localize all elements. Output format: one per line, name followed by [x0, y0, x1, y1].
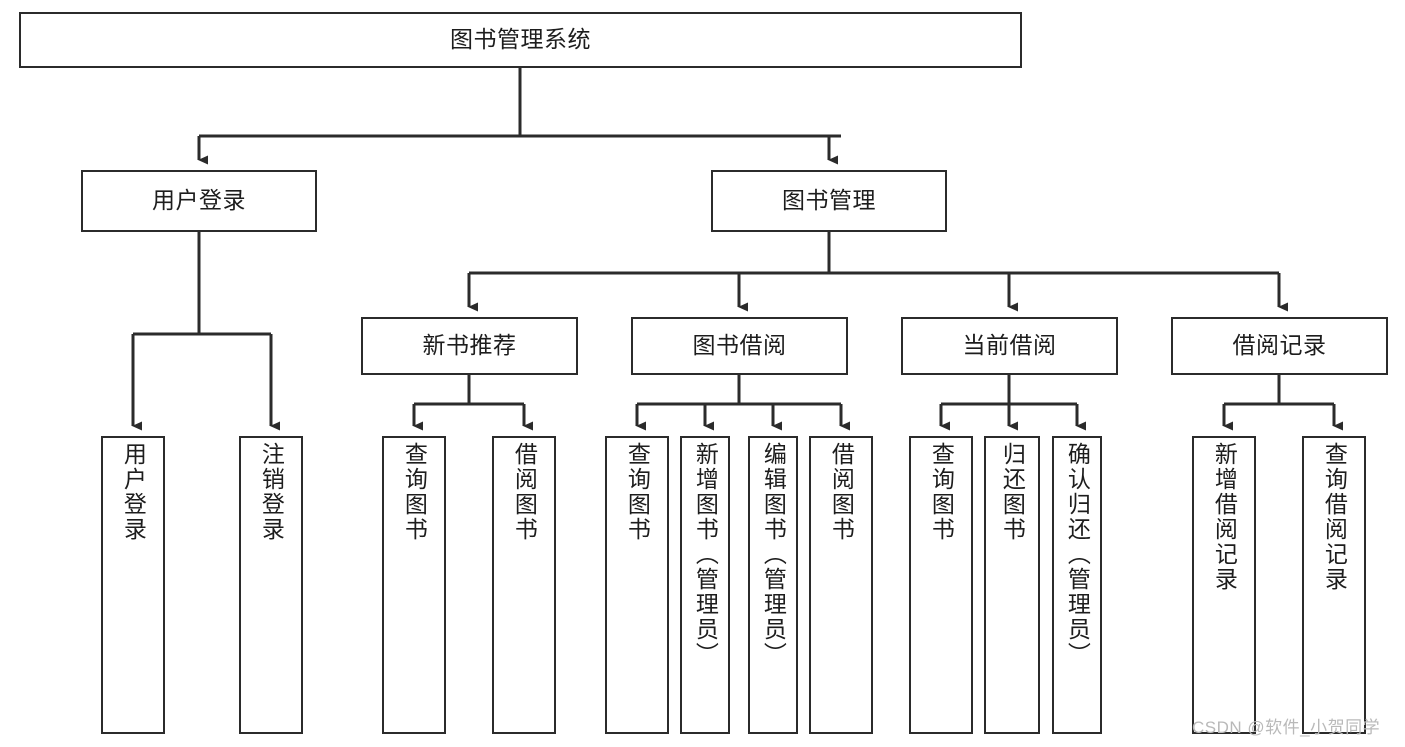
node-label: 当前借阅 — [962, 332, 1057, 359]
node-label: 注销登录 — [258, 442, 285, 542]
node-label: 借阅记录 — [1232, 332, 1327, 359]
node-label: 用户登录 — [152, 187, 246, 214]
node-label: 编辑图书（管理员） — [760, 442, 787, 667]
node-label: 归还图书 — [999, 442, 1026, 542]
node-label: 用户登录 — [120, 442, 147, 542]
node-leaf-query-book-borrow[interactable]: 查询图书 — [605, 436, 669, 734]
node-leaf-query-borrow-record[interactable]: 查询借阅记录 — [1302, 436, 1366, 734]
node-book-management[interactable]: 图书管理 — [711, 170, 947, 232]
node-user-login[interactable]: 用户登录 — [81, 170, 317, 232]
node-leaf-return-book[interactable]: 归还图书 — [984, 436, 1040, 734]
node-root-book-management-system[interactable]: 图书管理系统 — [19, 12, 1022, 68]
node-label: 新增图书（管理员） — [692, 442, 719, 667]
node-leaf-borrow-book-recommend[interactable]: 借阅图书 — [492, 436, 556, 734]
node-label: 查询图书 — [624, 442, 651, 542]
csdn-watermark: CSDN @软件_小贺同学 — [1192, 718, 1381, 737]
node-new-book-recommend[interactable]: 新书推荐 — [361, 317, 578, 375]
node-leaf-query-book-current[interactable]: 查询图书 — [909, 436, 973, 734]
node-leaf-logout[interactable]: 注销登录 — [239, 436, 303, 734]
node-leaf-user-login[interactable]: 用户登录 — [101, 436, 165, 734]
node-label: 查询图书 — [928, 442, 955, 542]
node-label: 新增借阅记录 — [1211, 442, 1238, 592]
node-label: 查询图书 — [401, 442, 428, 542]
node-leaf-edit-book-admin[interactable]: 编辑图书（管理员） — [748, 436, 798, 734]
node-leaf-add-borrow-record[interactable]: 新增借阅记录 — [1192, 436, 1256, 734]
node-leaf-confirm-return-admin[interactable]: 确认归还（管理员） — [1052, 436, 1102, 734]
node-label: 借阅图书 — [511, 442, 538, 542]
node-label: 图书借阅 — [692, 332, 787, 359]
node-label: 图书管理系统 — [450, 26, 591, 53]
node-label: 查询借阅记录 — [1321, 442, 1348, 592]
node-label: 新书推荐 — [422, 332, 517, 359]
node-label: 确认归还（管理员） — [1064, 442, 1091, 667]
node-label: 图书管理 — [782, 187, 876, 214]
node-leaf-add-book-admin[interactable]: 新增图书（管理员） — [680, 436, 730, 734]
node-label: 借阅图书 — [828, 442, 855, 542]
node-book-borrow[interactable]: 图书借阅 — [631, 317, 848, 375]
node-leaf-query-book-recommend[interactable]: 查询图书 — [382, 436, 446, 734]
node-borrow-record[interactable]: 借阅记录 — [1171, 317, 1388, 375]
node-leaf-borrow-book[interactable]: 借阅图书 — [809, 436, 873, 734]
node-current-borrow[interactable]: 当前借阅 — [901, 317, 1118, 375]
